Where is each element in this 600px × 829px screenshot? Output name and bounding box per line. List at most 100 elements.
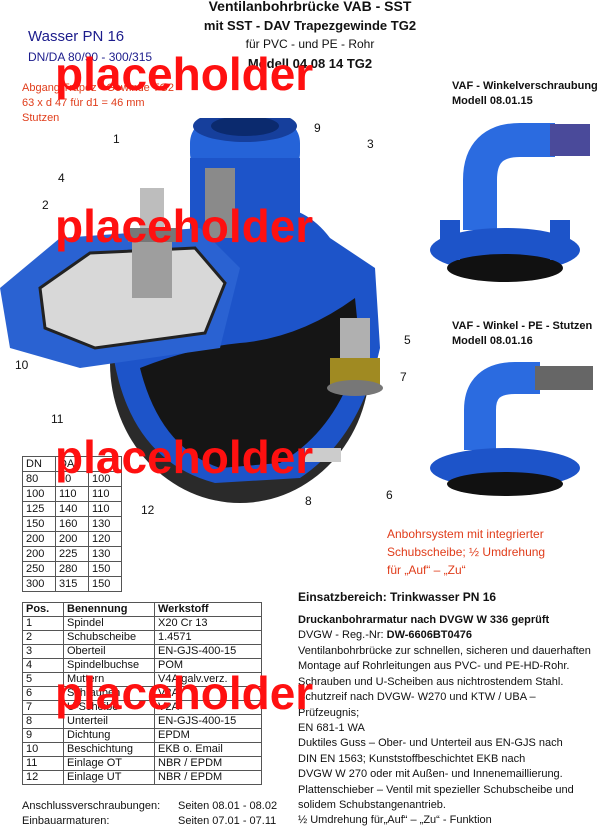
table-cell: 1.4571 bbox=[154, 630, 262, 645]
footer-label-2: Einbauarmaturen: bbox=[22, 815, 110, 827]
reg-label: DVGW - Reg.-Nr: bbox=[298, 629, 384, 641]
table-cell: 10 bbox=[22, 742, 64, 757]
footer-label-1: Anschlussverschraubungen: bbox=[22, 800, 161, 812]
table-cell: DA bbox=[55, 456, 89, 472]
table-header-cell: Pos. bbox=[22, 602, 64, 617]
table-header-cell: Werkstoff bbox=[154, 602, 262, 617]
callout-7: 7 bbox=[400, 370, 407, 384]
dn-range-label: DN/DA 80/90 - 300/315 bbox=[28, 50, 153, 64]
description-body: Ventilanbohrbrücke zur schnellen, sicher… bbox=[298, 644, 598, 829]
description-line: DIN EN 1563; Kunststoffbeschichtet EKB n… bbox=[298, 752, 526, 765]
vaf1-label-2: Modell 08.01.15 bbox=[452, 95, 533, 107]
description-line: Montage auf Rohrleitungen aus PVC- und P… bbox=[298, 660, 570, 673]
table-cell: 150 bbox=[22, 516, 56, 532]
placeholder-overlay: placeholder bbox=[55, 431, 314, 483]
table-cell: Einlage UT bbox=[63, 770, 155, 785]
placeholder-overlay: placeholder bbox=[55, 200, 314, 252]
table-cell: Beschichtung bbox=[63, 742, 155, 757]
callout-3: 3 bbox=[367, 137, 374, 151]
table-cell: 110 bbox=[55, 486, 89, 502]
abgang-line-1: Abgang Trapez - Gewinde TG2 bbox=[22, 82, 175, 94]
table-cell: 2 bbox=[22, 630, 64, 645]
table-header-row: Pos. Benennung Werkstoff bbox=[22, 602, 262, 617]
table-cell: 125 bbox=[22, 501, 56, 517]
table-cell: 280 bbox=[55, 561, 89, 577]
table-cell: DN bbox=[22, 456, 56, 472]
table-cell: 200 bbox=[22, 531, 56, 547]
callout-10: 10 bbox=[15, 358, 29, 372]
einsatz-heading: Einsatzbereich: Trinkwasser PN 16 bbox=[298, 590, 497, 604]
anbohr-line-1: Anbohrsystem mit integrierter bbox=[387, 527, 544, 541]
table-cell: 140 bbox=[55, 501, 89, 517]
table-cell: Spindelbuchse bbox=[63, 658, 155, 673]
title-line-3: für PVC - und PE - Rohr bbox=[245, 37, 375, 51]
table-cell: 100 bbox=[22, 486, 56, 502]
table-cell: 1 bbox=[22, 616, 64, 631]
table-cell: EN-GJS-400-15 bbox=[154, 714, 262, 729]
table-cell: 315 bbox=[55, 576, 89, 592]
description-line: Duktiles Guss – Ober- und Unterteil aus … bbox=[298, 737, 563, 750]
callout-2: 2 bbox=[42, 198, 49, 212]
table-cell: 3 bbox=[22, 644, 64, 659]
table-cell: 80 bbox=[22, 471, 56, 487]
table-header-row: DN DA bbox=[22, 456, 122, 472]
description-line: solidem Schubstangenantrieb. bbox=[298, 799, 446, 812]
footer-value-1: Seiten 08.01 - 08.02 bbox=[178, 800, 278, 812]
callout-12: 12 bbox=[141, 503, 155, 517]
anbohr-line-2: Schubscheibe; ½ Umdrehung bbox=[387, 545, 546, 559]
saddle-cutaway-illustration bbox=[0, 118, 383, 503]
footer-value-2: Seiten 07.01 - 07.11 bbox=[178, 815, 277, 827]
table-cell: Einlage OT bbox=[63, 756, 155, 771]
placeholder-overlay: placeholder bbox=[55, 667, 314, 719]
callout-4: 4 bbox=[58, 171, 65, 185]
table-cell: EPDM bbox=[154, 728, 262, 743]
table-cell: Spindel bbox=[63, 616, 155, 631]
callout-6: 6 bbox=[386, 488, 393, 502]
vaf1-label-1: VAF - Winkelverschraubung bbox=[452, 80, 598, 92]
table-cell: 12 bbox=[22, 770, 64, 785]
description-line: DVGW W 270 oder mit Außen- und Innenemai… bbox=[298, 768, 563, 781]
table-cell: 120 bbox=[88, 531, 122, 547]
table-cell: NBR / EPDM bbox=[154, 770, 262, 785]
table-cell: 110 bbox=[88, 486, 122, 502]
description-line: Schutzreif nach DVGW- W270 und KTW / UBA… bbox=[298, 691, 536, 719]
abgang-line-2: 63 x d 47 für d1 = 46 mm bbox=[22, 97, 145, 109]
abgang-line-3: Stutzen bbox=[22, 112, 60, 124]
vaf2-label-1: VAF - Winkel - PE - Stutzen bbox=[452, 320, 593, 332]
table-cell: 9 bbox=[22, 728, 64, 743]
callout-9: 9 bbox=[314, 121, 321, 135]
anbohr-line-3: für „Auf“ – „Zu“ bbox=[387, 563, 466, 577]
table-cell: V4A galv.verz. bbox=[154, 672, 262, 687]
callout-8: 8 bbox=[305, 494, 312, 508]
description-line: Schrauben und U-Scheiben aus nichtrosten… bbox=[298, 675, 564, 688]
description-line: Ventilanbohrbrücke zur schnellen, sicher… bbox=[298, 645, 591, 657]
reg-value: DW-6606BT0476 bbox=[386, 629, 472, 641]
table-cell: 200 bbox=[55, 531, 89, 547]
reg-line: DVGW - Reg.-Nr: DW-6606BT0476 bbox=[298, 629, 472, 641]
table-cell: 225 bbox=[55, 546, 89, 562]
table-cell: 11 bbox=[22, 756, 64, 771]
table-cell: 150 bbox=[88, 576, 122, 592]
description-line: ½ Umdrehung für„Auf“ – „Zu“ - Funktion bbox=[298, 814, 492, 827]
callout-11: 11 bbox=[51, 412, 64, 426]
table-cell: 200 bbox=[22, 546, 56, 562]
title-line-2: mit SST - DAV Trapezgewinde TG2 bbox=[203, 18, 417, 33]
callout-5: 5 bbox=[404, 333, 411, 347]
table-cell: EKB o. Email bbox=[154, 742, 262, 757]
